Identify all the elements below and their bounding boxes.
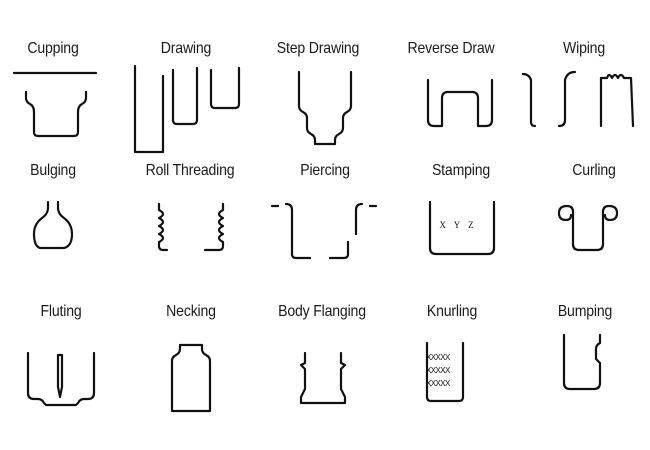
step-drawing-cell: Step Drawing	[253, 40, 383, 180]
knurling-icon	[425, 341, 465, 403]
step-drawing-icon	[297, 70, 353, 146]
stamping-cell: Stamping X Y Z	[396, 162, 526, 302]
bulging-icon	[32, 200, 74, 250]
piercing-label: Piercing	[300, 162, 350, 179]
bulging-label: Bulging	[30, 162, 76, 179]
knurling-label: Knurling	[426, 303, 478, 320]
necking-icon	[170, 343, 212, 413]
necking-label: Necking	[166, 303, 216, 320]
curling-icon	[557, 204, 619, 252]
wiping-cell: Wiping	[519, 40, 649, 180]
fluting-label: Fluting	[40, 303, 82, 320]
stamping-icon	[428, 200, 496, 256]
fluting-icon	[26, 351, 96, 407]
drawing-icon	[133, 64, 241, 154]
wiping-label: Wiping	[563, 40, 605, 57]
piercing-icon	[270, 202, 378, 260]
knurl-row: XXXXX	[426, 366, 450, 375]
roll-threading-cell: Roll Threading	[125, 162, 255, 302]
curling-cell: Curling	[529, 162, 650, 302]
cupping-cell: Cupping	[0, 40, 118, 180]
drawing-label: Drawing	[160, 40, 212, 57]
fluting-cell: Fluting	[0, 303, 126, 443]
wiping-icon	[521, 70, 635, 128]
bumping-cell: Bumping	[520, 303, 650, 443]
step-drawing-label: Step Drawing	[276, 40, 360, 57]
necking-cell: Necking	[126, 303, 256, 443]
reverse-draw-label: Reverse Draw	[407, 40, 495, 57]
bumping-label: Bumping	[557, 303, 613, 320]
reverse-draw-icon	[426, 78, 494, 128]
knurl-row: XXXXX	[426, 379, 450, 388]
stamping-marking: X Y Z	[439, 220, 477, 230]
knurl-row: XXXXX	[426, 353, 450, 362]
bumping-icon	[562, 333, 602, 391]
cupping-label: Cupping	[27, 40, 79, 57]
roll-threading-label: Roll Threading	[145, 162, 235, 179]
piercing-cell: Piercing	[260, 162, 390, 302]
cupping-icon	[12, 71, 98, 138]
body-flanging-icon	[299, 351, 347, 405]
roll-threading-icon	[157, 202, 225, 252]
drawing-cell: Drawing	[121, 40, 251, 180]
body-flanging-label: Body Flanging	[278, 303, 366, 320]
stamping-label: Stamping	[431, 162, 491, 179]
knurl-pattern: XXXXX XXXXX XXXXX	[426, 351, 466, 390]
curling-label: Curling	[572, 162, 616, 179]
bulging-cell: Bulging	[0, 162, 118, 302]
reverse-draw-cell: Reverse Draw	[386, 40, 516, 180]
knurling-cell: Knurling XXXXX XXXXX XXXXX	[387, 303, 517, 443]
body-flanging-cell: Body Flanging	[257, 303, 387, 443]
